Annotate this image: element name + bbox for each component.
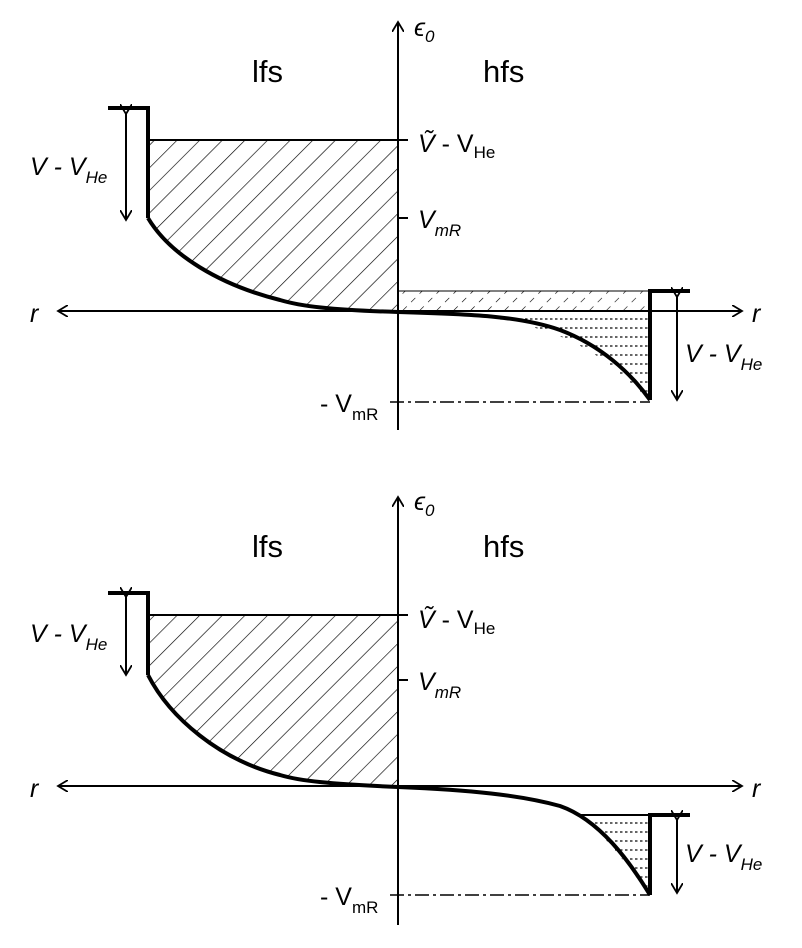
region-hfs: hfs (483, 54, 524, 89)
y-axis-label: ϵ0 (414, 14, 435, 46)
label-right-gap: V - VHe (685, 340, 762, 374)
region-hfs: hfs (483, 529, 524, 564)
region-lfs: lfs (252, 529, 283, 564)
right-step (648, 289, 690, 400)
region-lfs: lfs (252, 54, 283, 89)
lfs-hatched-region (148, 615, 398, 786)
potential-curve (146, 674, 652, 897)
x-axis-right-label: r (752, 775, 762, 803)
right-step (648, 813, 690, 895)
label-left-gap: V - VHe (30, 153, 107, 187)
lfs-hatched-region (148, 140, 398, 312)
label-neg-vmr: - VmR (320, 883, 378, 917)
label-vtilde: Ṽ - VHe (418, 605, 495, 638)
label-vmr: VmR (418, 206, 461, 240)
y-axis-label: ϵ0 (414, 488, 435, 520)
label-vtilde: Ṽ - VHe (418, 129, 495, 162)
left-step (108, 106, 150, 218)
x-axis-left-label: r (30, 300, 40, 328)
hfs-dashed-band (397, 290, 651, 312)
label-left-gap: V - VHe (30, 620, 107, 654)
label-vmr: VmR (418, 668, 461, 702)
left-step (108, 591, 150, 675)
hfs-dotted-region (500, 311, 650, 400)
top-panel: ϵ0 lfs hfs r r Ṽ - VHe VmR - VmR V - VHe… (30, 14, 762, 430)
label-neg-vmr: - VmR (320, 390, 378, 424)
bottom-panel: ϵ0 lfs hfs r r Ṽ - VHe VmR - VmR V - VHe… (30, 488, 762, 925)
hfs-dotted-region (580, 815, 650, 895)
label-right-gap: V - VHe (685, 840, 762, 874)
x-axis-right-label: r (752, 300, 762, 328)
x-axis-left-label: r (30, 775, 40, 803)
potential-curve (146, 216, 652, 402)
